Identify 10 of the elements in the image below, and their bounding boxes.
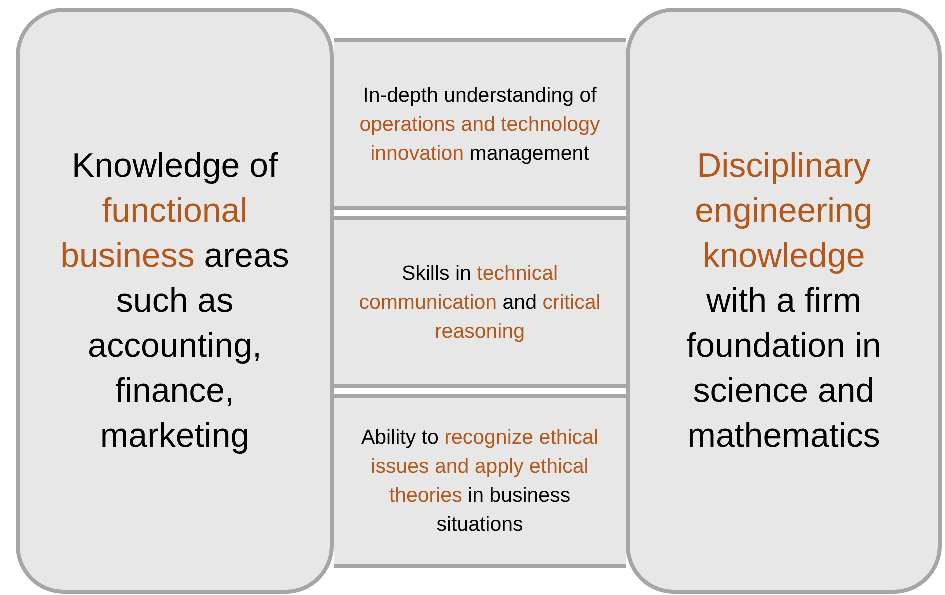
rounded-panel [626,8,942,594]
rounded-panel [16,8,334,594]
middle-panel [334,38,626,210]
panel-text: Knowledge of functional business areas such as accounting, finance, marketing [60,146,290,456]
panel-text: Disciplinary engineering knowledge with a firm foundation in science and mathematics [686,146,882,456]
middle-panel [334,216,626,388]
panel-text: In-depth understanding of operations and technology innovation management [358,82,602,166]
panel-text: Skills in technical communication and critical reasoning [358,260,602,344]
middle-panel [334,394,626,568]
panel-text: Ability to recognize ethical issues and apply ethical theories in business situations [360,425,600,538]
